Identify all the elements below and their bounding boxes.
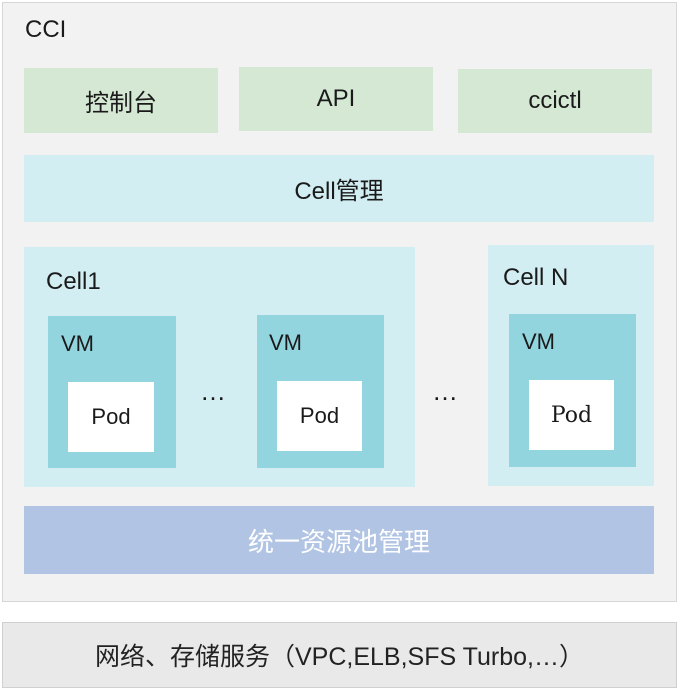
celln-label: Cell N (503, 264, 569, 291)
vm-ellipsis: … (200, 376, 227, 406)
cell-ellipsis: … (432, 376, 459, 406)
vm-label: VM (522, 329, 555, 354)
cell1-label: Cell1 (46, 268, 101, 295)
cell-management-layer: Cell管理 (24, 155, 654, 222)
pod-box: Pod (277, 381, 362, 451)
pod-box: Pod (529, 380, 614, 450)
api-box: API (239, 67, 433, 131)
network-storage-bar: 网络、存储服务（VPC,ELB,SFS Turbo,…） (2, 622, 677, 688)
pod-box: Pod (68, 382, 154, 452)
vm-label: VM (61, 331, 94, 356)
cci-title: CCI (25, 16, 67, 43)
ccictl-box: ccictl (458, 69, 652, 133)
vm-label: VM (269, 330, 302, 355)
console-box: 控制台 (24, 68, 218, 133)
resource-pool-layer: 统一资源池管理 (24, 506, 654, 574)
